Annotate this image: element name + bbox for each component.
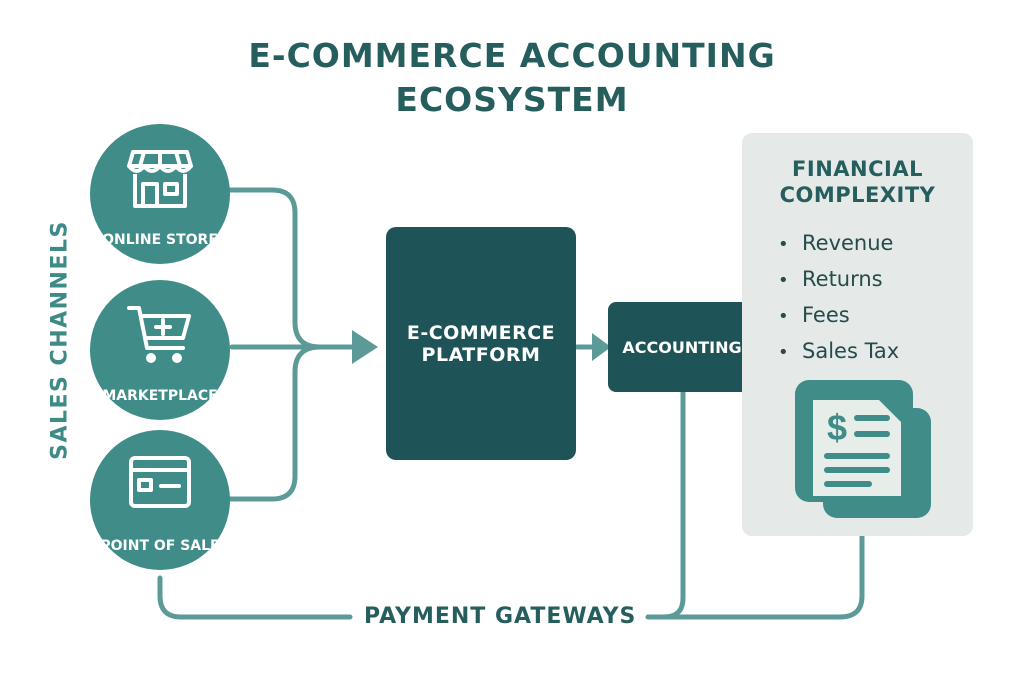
list-item: • Sales Tax: [778, 333, 899, 369]
list-item-text: Revenue: [802, 231, 894, 255]
bullet: •: [778, 234, 789, 255]
arrowhead-platform: [352, 330, 378, 364]
connector-gateway-right: [645, 517, 865, 620]
list-item: • Revenue: [778, 225, 899, 261]
financial-items-list: • Revenue • Returns • Fees • Sales Tax: [778, 225, 899, 369]
shopping-cart-icon: [127, 306, 191, 363]
financial-document-icon: $: [795, 380, 931, 518]
storefront-icon: [127, 150, 193, 208]
connector-online-store: [225, 187, 355, 350]
bullet: •: [778, 270, 789, 291]
platform-label-line-1: E-COMMERCE: [406, 321, 556, 344]
platform-label-line-2: PLATFORM: [421, 343, 541, 366]
diagram-title-line-1: E-COMMERCE ACCOUNTING: [248, 36, 776, 75]
channel-label-online-store: ONLINE STORE: [102, 232, 218, 248]
connector-accounting-gateway: [661, 389, 686, 620]
accounting-box: ACCOUNTING: [608, 302, 756, 392]
payment-gateways-label: PAYMENT GATEWAYS: [358, 604, 643, 629]
channel-online-store: ONLINE STORE: [90, 124, 230, 264]
arrowhead-accounting: [592, 333, 611, 361]
diagram-title-line-2: ECOSYSTEM: [395, 80, 629, 119]
list-item-text: Sales Tax: [802, 339, 900, 363]
list-item: • Returns: [778, 261, 899, 297]
ecommerce-platform-box: E-COMMERCE PLATFORM: [386, 227, 576, 460]
channel-label-point-of-sale: POINT OF SALE: [100, 538, 220, 554]
connector-gateway-left: [157, 575, 353, 620]
channel-marketplace: MARKETPLACE: [90, 280, 230, 420]
card-terminal-icon: [129, 456, 191, 508]
accounting-label: ACCOUNTING: [622, 337, 742, 357]
panel-title-line-1: FINANCIAL: [792, 157, 923, 181]
channel-point-of-sale: POINT OF SALE: [90, 430, 230, 570]
list-item-text: Returns: [802, 267, 883, 291]
channel-label-marketplace: MARKETPLACE: [102, 388, 218, 404]
panel-title-line-2: COMPLEXITY: [779, 183, 936, 207]
list-item: • Fees: [778, 297, 899, 333]
bullet: •: [778, 306, 789, 327]
svg-text:$: $: [827, 407, 847, 448]
connector-point-of-sale: [225, 344, 323, 502]
list-item-text: Fees: [802, 303, 850, 327]
bullet: •: [778, 342, 789, 363]
